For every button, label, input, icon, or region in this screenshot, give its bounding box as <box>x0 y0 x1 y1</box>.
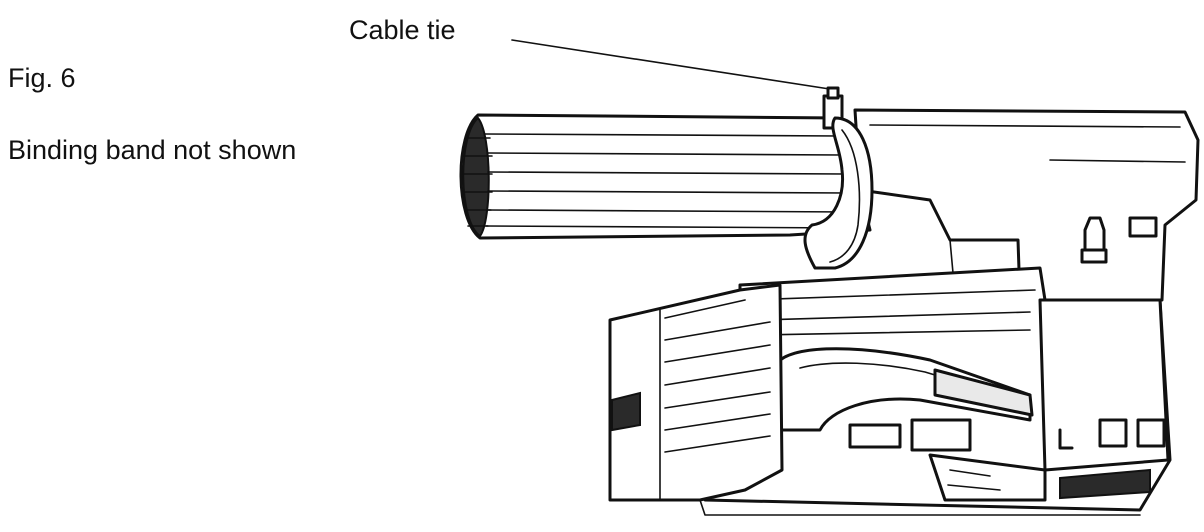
figure-label: Fig. 6 <box>8 63 76 93</box>
lever <box>778 347 1151 502</box>
lever-slot <box>933 368 1034 417</box>
cable-tie <box>803 86 874 270</box>
rear-latch-window <box>1128 216 1158 238</box>
window-square-2 <box>1136 418 1166 448</box>
wire-ends <box>462 116 490 238</box>
cable-tie-tip <box>826 86 840 100</box>
window-square-1 <box>1098 418 1128 448</box>
lever-button <box>910 418 972 452</box>
front-cover <box>608 283 1141 516</box>
cover-emblem <box>611 391 641 432</box>
wire-bundle <box>459 113 872 240</box>
locking-pin <box>1083 216 1106 252</box>
binding-band-note: Binding band not shown <box>8 135 297 165</box>
locking-pin-base <box>1080 248 1108 264</box>
rear-housing <box>853 108 1200 302</box>
lever-window <box>848 423 902 449</box>
cable-tie-leader-line <box>511 39 837 91</box>
terminal-teeth <box>1059 468 1151 500</box>
l-marking <box>1058 428 1074 450</box>
cable-tie-label: Cable tie <box>349 15 456 45</box>
